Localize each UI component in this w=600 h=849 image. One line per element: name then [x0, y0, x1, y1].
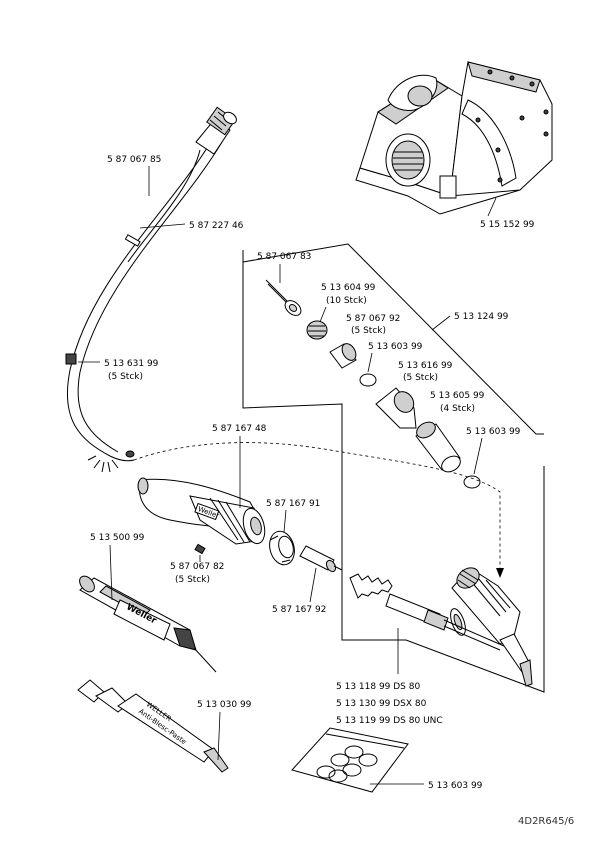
- kit-nut-leader: [319, 306, 327, 323]
- label-grip: 5 87 167 48: [212, 424, 267, 434]
- label-kit-set: 5 13 124 99: [454, 312, 509, 322]
- grip-ring: [269, 530, 295, 566]
- label-grip-pin-line1: 5 87 067 82: [170, 562, 224, 572]
- stand-leader: [487, 197, 497, 217]
- paste-tube-leader: [217, 711, 221, 761]
- kit-ring-a: [359, 373, 377, 387]
- kit-set-leader: [431, 315, 451, 331]
- label-cable: 5 87 227 46: [189, 221, 244, 231]
- label-kit-cone-line1: 5 13 616 99: [398, 361, 453, 371]
- label-kit-nut-line2: (10 Stck): [326, 296, 367, 306]
- label-stand: 5 15 152 99: [480, 220, 535, 230]
- label-kit-tube-line2: (4 Stck): [440, 404, 475, 414]
- cable-leader: [139, 223, 186, 229]
- label-iron-line1: 5 13 118 99 DS 80: [336, 682, 420, 692]
- cable-drawing: [65, 106, 237, 473]
- label-grip-insert: 5 87 167 92: [272, 605, 326, 615]
- kit-ring-b: [463, 475, 481, 489]
- cleaner-leader: [109, 544, 113, 601]
- kit-frame: [242, 243, 545, 693]
- grip-insert: [299, 545, 343, 573]
- label-paste-tube: 5 13 030 99: [197, 700, 252, 710]
- kit-ring-a-leader: [367, 352, 373, 373]
- cleaner-drawing: Weller: [79, 575, 217, 673]
- stand-drawing: [355, 61, 553, 215]
- cable-clip: [65, 353, 77, 365]
- label-grip-pin-line2: (5 Stck): [175, 575, 210, 585]
- grip-ring-leader: [283, 509, 287, 533]
- label-kit-cone-line2: (5 Stck): [403, 373, 438, 383]
- kit-tube: [415, 421, 461, 473]
- label-grip-ring: 5 87 167 91: [266, 499, 320, 509]
- label-kit-ring-b: 5 13 603 99: [466, 427, 521, 437]
- label-kit-nut-line1: 5 13 604 99: [321, 283, 376, 293]
- kit-ring-b-leader: [473, 437, 483, 475]
- label-orings: 5 13 603 99: [428, 781, 483, 791]
- label-kit-tube-line1: 5 13 605 99: [430, 391, 485, 401]
- grip-drawing: Weller: [137, 477, 266, 545]
- label-clip-line2: (5 Stck): [108, 372, 143, 382]
- kit-screw: [265, 279, 302, 316]
- routing-arrow: [496, 568, 504, 578]
- doc-reference: 4D2R645/6: [518, 816, 574, 827]
- kit-sleeve: [329, 343, 357, 369]
- routing-line: [133, 442, 501, 570]
- label-kit-sleeve-line2: (5 Stck): [351, 326, 386, 336]
- kit-nut: [306, 320, 328, 340]
- label-kit-ring-a: 5 13 603 99: [368, 342, 423, 352]
- label-cable-connector: 5 87 067 85: [107, 155, 161, 165]
- cable-connector: [195, 106, 237, 155]
- label-kit-sleeve-line1: 5 87 067 92: [346, 314, 400, 324]
- label-kit-screw: 5 87 067 83: [257, 252, 311, 262]
- label-cleaner: 5 13 500 99: [90, 533, 145, 543]
- paste-tube-drawing: WELLER Anti-Blesc-Paste: [77, 679, 229, 773]
- iron-drawing: [349, 567, 533, 687]
- label-clip-line1: 5 13 631 99: [104, 359, 159, 369]
- grip-insert-leader: [309, 567, 317, 603]
- grip-pin: [194, 543, 206, 555]
- label-iron-line3: 5 13 119 99 DS 80 UNC: [336, 716, 443, 726]
- oring-pack-drawing: [291, 727, 409, 793]
- kit-cone: [375, 387, 417, 429]
- label-iron-line2: 5 13 130 99 DSX 80: [336, 699, 427, 709]
